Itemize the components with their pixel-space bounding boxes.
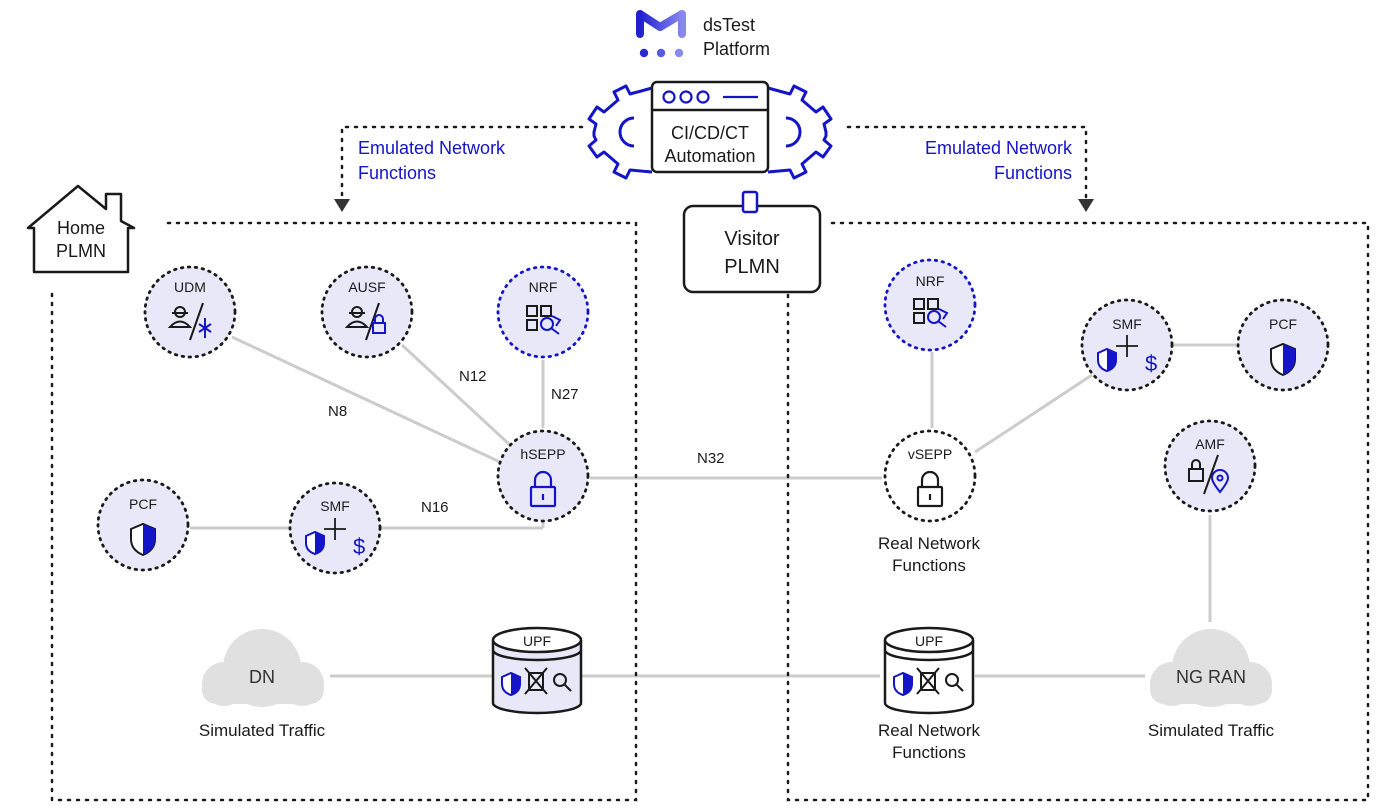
smf-policy-icon: $ xyxy=(305,518,365,559)
nrf-home-label: NRF xyxy=(528,279,558,295)
arrow-down-right-icon xyxy=(1078,199,1094,212)
ngran-cloud xyxy=(1150,629,1272,707)
emulated-right-line1: Emulated Network xyxy=(924,138,1072,158)
automation-window xyxy=(650,80,770,174)
emulated-left-connector xyxy=(340,125,584,200)
nrf-visitor-label: NRF xyxy=(915,273,945,289)
vsepp-label: vSEPP xyxy=(907,446,953,462)
emulated-right-line2: Functions xyxy=(993,163,1072,183)
edge-label-n8: N8 xyxy=(328,403,348,420)
edge-n8 xyxy=(231,335,501,464)
upf-home-label: UPF xyxy=(523,633,551,649)
ausf-node xyxy=(320,265,414,359)
amf-label: AMF xyxy=(1195,436,1225,452)
smf-visitor-label: SMF xyxy=(1112,316,1142,332)
home-plmn-line2: PLMN xyxy=(55,241,107,261)
ngran-label: NG RAN xyxy=(1175,667,1247,687)
svg-text:$: $ xyxy=(353,534,365,559)
lock-slash-location-icon xyxy=(1188,454,1230,495)
edge-label-n32: N32 xyxy=(697,450,725,467)
connector-port-icon xyxy=(741,190,759,214)
real-nf-bottom-line2: Functions xyxy=(892,743,966,762)
window-dots-icon xyxy=(662,90,758,104)
emulated-left-line1: Emulated Network xyxy=(358,138,506,158)
platform-name-line1: dsTest xyxy=(703,15,756,35)
edge-vsepp-smf xyxy=(974,373,1093,454)
dn-label: DN xyxy=(249,667,275,687)
nrf-visitor-node xyxy=(883,258,977,352)
house-icon xyxy=(26,184,136,274)
nrf-discovery-icon xyxy=(526,305,562,335)
hsepp-label: hSEPP xyxy=(520,446,566,462)
amf-node xyxy=(1163,419,1257,513)
svg-text:$: $ xyxy=(1145,351,1157,376)
pcf-visitor-label: PCF xyxy=(1269,316,1297,332)
hsepp-node xyxy=(496,429,590,523)
upf-inspection-icon xyxy=(893,667,964,697)
automation-line1: CI/CD/CT xyxy=(671,123,749,143)
nrf-discovery-icon xyxy=(913,298,949,328)
dn-cloud xyxy=(202,629,324,707)
visitor-plmn-line2: PLMN xyxy=(724,256,780,278)
smf-home-label: SMF xyxy=(320,498,350,514)
real-nf-mid-line2: Functions xyxy=(892,556,966,575)
edge-label-n27: N27 xyxy=(551,386,579,403)
ausf-label: AUSF xyxy=(348,279,386,295)
lock-icon xyxy=(529,470,557,508)
udm-node xyxy=(143,265,237,359)
shield-icon xyxy=(130,522,156,557)
nrf-home-node xyxy=(496,265,590,359)
emulated-left-line2: Functions xyxy=(358,163,437,183)
upf-inspection-icon xyxy=(501,667,572,697)
edge-n12 xyxy=(400,343,512,447)
user-slash-lock-icon xyxy=(344,302,386,341)
edge-label-n12: N12 xyxy=(459,368,487,385)
home-plmn-boundary xyxy=(50,221,638,802)
upf-visitor-drum xyxy=(883,626,975,715)
edge-label-n16: N16 xyxy=(421,499,449,516)
connector-lines xyxy=(190,335,1236,678)
platform-name-line2: Platform xyxy=(703,39,771,59)
automation-line2: Automation xyxy=(664,146,756,166)
arrow-down-left-icon xyxy=(334,199,350,212)
shield-icon xyxy=(1270,342,1296,377)
sim-traffic-right: Simulated Traffic xyxy=(1147,721,1275,740)
dstest-logo-icon xyxy=(636,10,686,58)
pcf-home-label: PCF xyxy=(129,496,157,512)
vsepp-node xyxy=(883,429,977,523)
upf-home-drum xyxy=(491,626,583,715)
upf-visitor-label: UPF xyxy=(915,633,943,649)
lock-icon xyxy=(916,470,944,508)
home-plmn-line1: Home xyxy=(56,218,106,238)
smf-policy-icon: $ xyxy=(1097,335,1157,376)
real-nf-bottom-line1: Real Network xyxy=(877,721,981,740)
visitor-plmn-line1: Visitor xyxy=(724,228,780,250)
visitor-plmn-boundary xyxy=(786,221,1370,802)
udm-label: UDM xyxy=(174,279,206,295)
real-nf-mid-line1: Real Network xyxy=(877,534,981,553)
user-slash-antenna-icon xyxy=(167,302,212,341)
sim-traffic-left: Simulated Traffic xyxy=(198,721,326,740)
automation-gears-icon xyxy=(587,84,833,180)
